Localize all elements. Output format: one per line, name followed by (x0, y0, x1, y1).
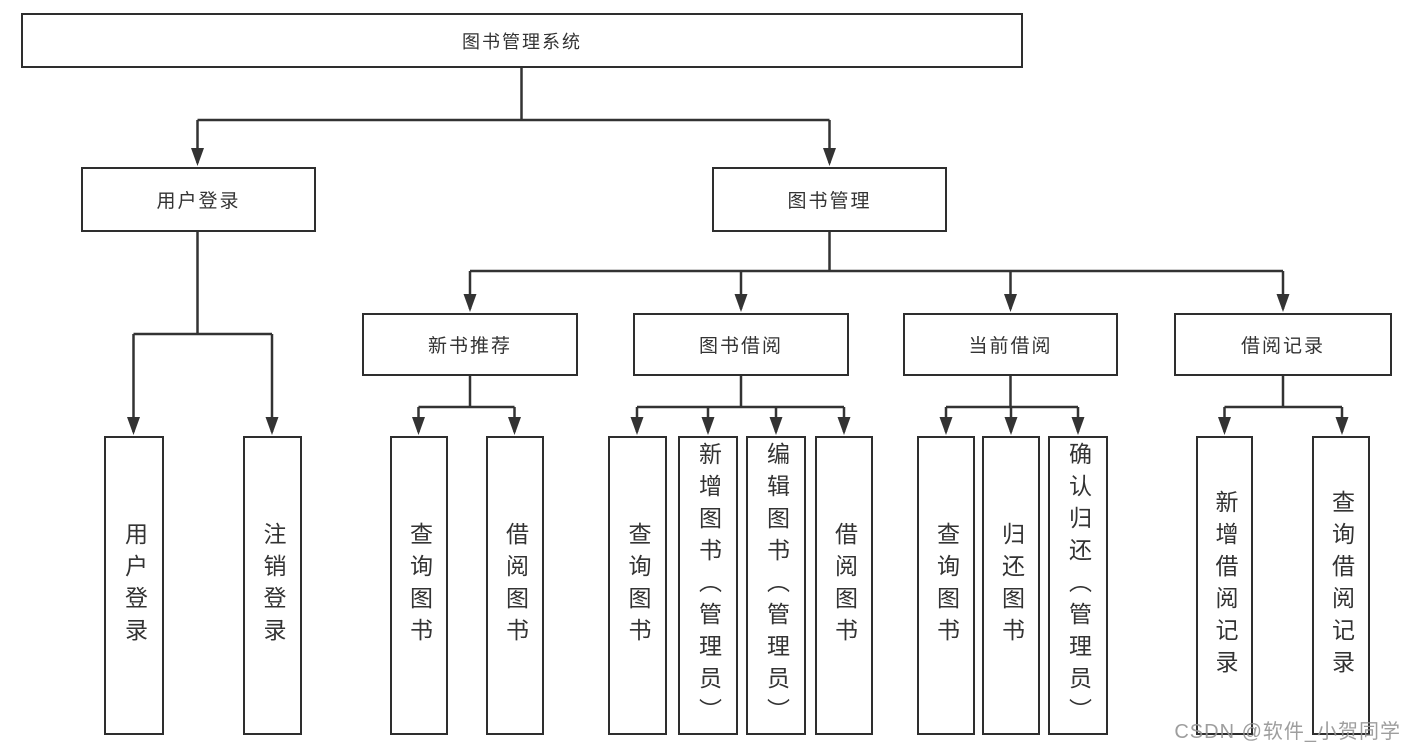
leaf-borrow-borrow-books: 借阅图书 (815, 436, 873, 735)
node-book-management-label: 图书管理 (787, 191, 872, 212)
leaf-current-confirm-return-admin: 确认归还（管理员） (1048, 436, 1108, 735)
node-current-borrow-label: 当前借阅 (968, 336, 1053, 357)
leaf-newbook-query-books: 查询图书 (390, 436, 448, 735)
leaf-borrow-edit-books-admin: 编辑图书（管理员） (746, 436, 806, 735)
node-root-library-system: 图书管理系统 (21, 13, 1023, 68)
node-new-book-recommend-label: 新书推荐 (427, 336, 512, 357)
leaf-logout: 注销登录 (243, 436, 302, 735)
node-current-borrow: 当前借阅 (903, 313, 1118, 376)
leaf-current-return-books: 归还图书 (982, 436, 1040, 735)
watermark: CSDN @软件_小贺同学 (1174, 721, 1401, 743)
node-borrow-record-label: 借阅记录 (1240, 336, 1325, 357)
node-user-login-label: 用户登录 (156, 191, 241, 212)
leaf-borrow-add-books-admin: 新增图书（管理员） (678, 436, 738, 735)
leaf-borrow-query-books: 查询图书 (608, 436, 667, 735)
leaf-user-login: 用户登录 (104, 436, 164, 735)
leaf-newbook-borrow-books: 借阅图书 (486, 436, 544, 735)
leaf-record-query-borrow-record: 查询借阅记录 (1312, 436, 1370, 735)
node-book-borrow-label: 图书借阅 (698, 336, 783, 357)
node-new-book-recommend: 新书推荐 (362, 313, 578, 376)
node-root-label: 图书管理系统 (462, 31, 582, 52)
node-user-login: 用户登录 (81, 167, 316, 232)
node-borrow-record: 借阅记录 (1174, 313, 1392, 376)
node-book-management: 图书管理 (712, 167, 947, 232)
leaf-record-add-borrow-record: 新增借阅记录 (1196, 436, 1253, 735)
node-book-borrow: 图书借阅 (633, 313, 849, 376)
leaf-current-query-books: 查询图书 (917, 436, 975, 735)
